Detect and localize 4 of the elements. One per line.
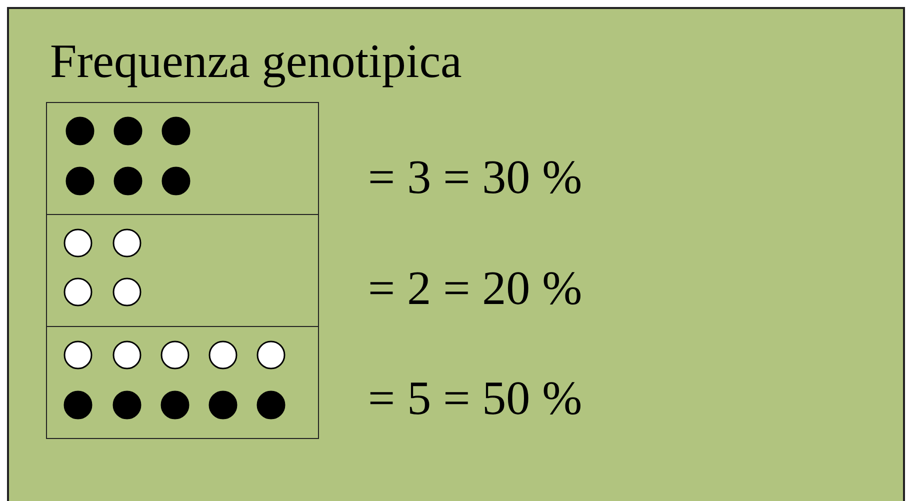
frequency-label: = 2 = 20 % — [368, 265, 582, 313]
diagram-title: Frequenza genotipica — [50, 38, 462, 86]
frequency-label: = 3 = 30 % — [368, 154, 582, 202]
frequency-label: = 5 = 50 % — [368, 375, 582, 423]
